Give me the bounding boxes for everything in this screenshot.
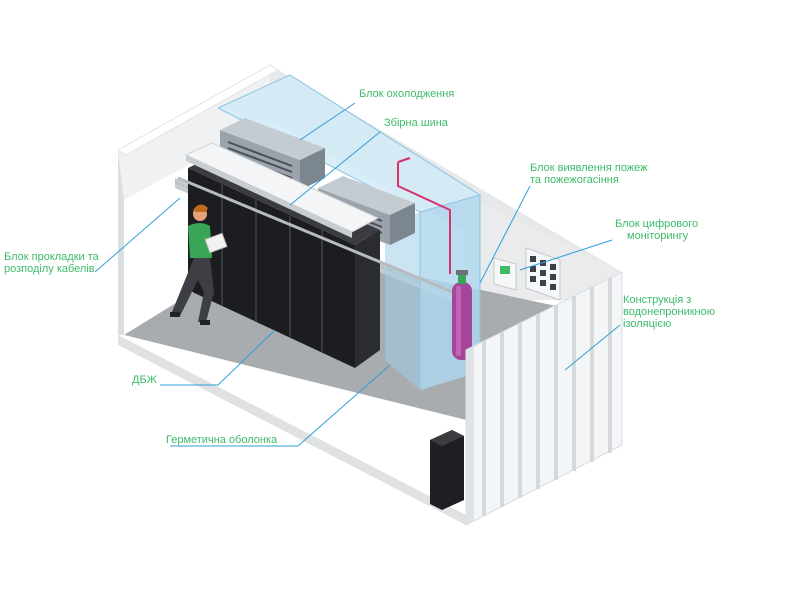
leader-monitoring: [519, 239, 613, 271]
label-cable-line1: Блок прокладки та: [4, 251, 99, 263]
leader-busbar: [289, 131, 381, 206]
label-fire-unit-line1: Блок виявлення пожеж: [530, 162, 648, 174]
label-construction-line1: Конструкція з: [623, 294, 692, 306]
label-cooling-unit: Блок охолодження: [359, 88, 455, 100]
label-monitoring-line2: моніторингу: [627, 230, 689, 242]
leader-cable: [94, 197, 181, 273]
leader-cooling: [299, 102, 356, 141]
label-monitoring-line1: Блок цифрового: [615, 218, 699, 230]
gas-cylinder-icon: [452, 270, 472, 360]
label-construction-line2: водонепроникною: [623, 306, 715, 318]
server-racks: [177, 142, 463, 368]
leader-lines: [94, 102, 621, 447]
leader-ups: [160, 329, 276, 386]
fire-pipe: [397, 157, 451, 274]
label-busbar: Збірна шина: [384, 117, 448, 129]
container-door: [465, 271, 623, 526]
person-icon: [170, 204, 228, 325]
label-ups: ДБЖ: [132, 374, 157, 386]
leader-fire: [479, 185, 531, 284]
floor-box: [430, 430, 464, 510]
label-cable-line2: розподілу кабелів: [4, 263, 95, 275]
leader-sealed: [170, 364, 391, 447]
leader-construction: [564, 324, 621, 371]
label-construction-line3: ізоляцією: [623, 318, 672, 330]
label-fire-unit-line2: та пожежогасіння: [530, 174, 619, 186]
label-sealed-enclosure: Герметична оболонка: [166, 434, 278, 446]
